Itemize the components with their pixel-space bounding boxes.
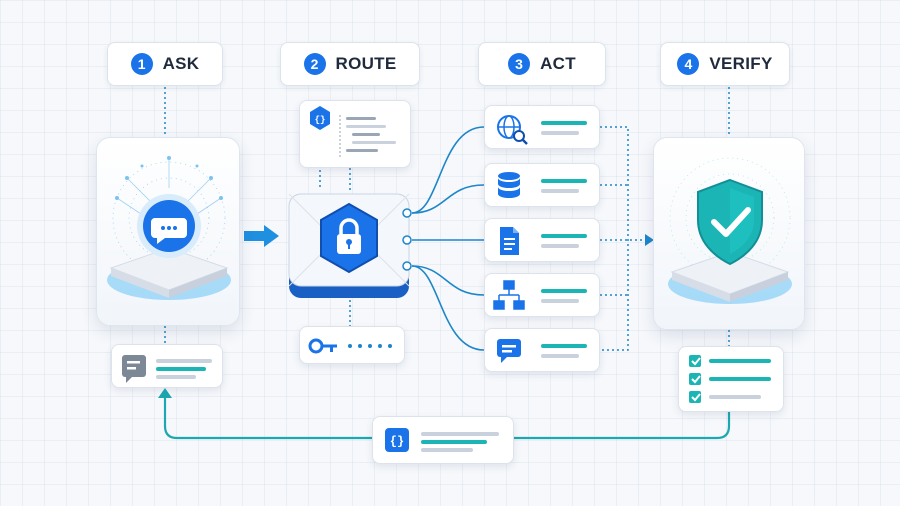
step-number-badge: 1: [130, 53, 153, 75]
key-icon: [308, 338, 392, 354]
verify-illustration: [668, 157, 792, 304]
route-code-card: {}: [299, 100, 411, 168]
shield-check-icon: [697, 178, 763, 266]
act-card-document: [484, 218, 600, 262]
router-ports: [402, 208, 412, 271]
act-card-database: [484, 163, 600, 207]
code-braces-icon: [310, 106, 330, 130]
step-number-badge: 4: [677, 53, 700, 75]
verify-card: [653, 137, 805, 330]
step-title: ASK: [162, 54, 200, 73]
step-header-verify: 4 VERIFY: [660, 42, 790, 86]
act-card-workflow: [484, 273, 600, 317]
ask-card: [96, 137, 240, 326]
ask-note-card: [111, 344, 223, 388]
route-to-act-lines: [411, 126, 485, 351]
chat-bubble-icon: [137, 194, 201, 258]
step-header-route: 2 ROUTE: [280, 42, 420, 86]
step-title: ROUTE: [335, 54, 397, 73]
document-icon: [500, 227, 519, 255]
database-icon: [498, 172, 520, 198]
svg-text:{}: {}: [315, 115, 326, 125]
hierarchy-icon: [493, 280, 525, 310]
note-icon: [122, 355, 212, 383]
step-number-badge: 2: [303, 53, 326, 75]
feedback-card: {}: [372, 416, 514, 464]
act-to-verify-lines: [600, 126, 644, 351]
step-title: ACT: [540, 54, 576, 73]
ask-to-route-arrow: [244, 225, 279, 247]
route-key-card: [299, 326, 405, 364]
verify-checklist-card: [678, 346, 784, 412]
route-router: [287, 190, 413, 302]
step-title: VERIFY: [709, 54, 773, 73]
checklist-icon: [689, 355, 771, 403]
lock-icon: [320, 202, 378, 274]
svg-text:{}: {}: [390, 435, 404, 449]
act-card-message: [484, 328, 600, 372]
globe-search-icon: [497, 115, 528, 145]
act-card-web-search: [484, 105, 600, 149]
step-header-act: 3 ACT: [478, 42, 606, 86]
message-icon: [497, 339, 521, 363]
step-header-ask: 1 ASK: [107, 42, 223, 86]
code-braces-icon: {}: [385, 428, 409, 452]
step-number-badge: 3: [508, 53, 531, 75]
ask-illustration: [107, 156, 231, 300]
